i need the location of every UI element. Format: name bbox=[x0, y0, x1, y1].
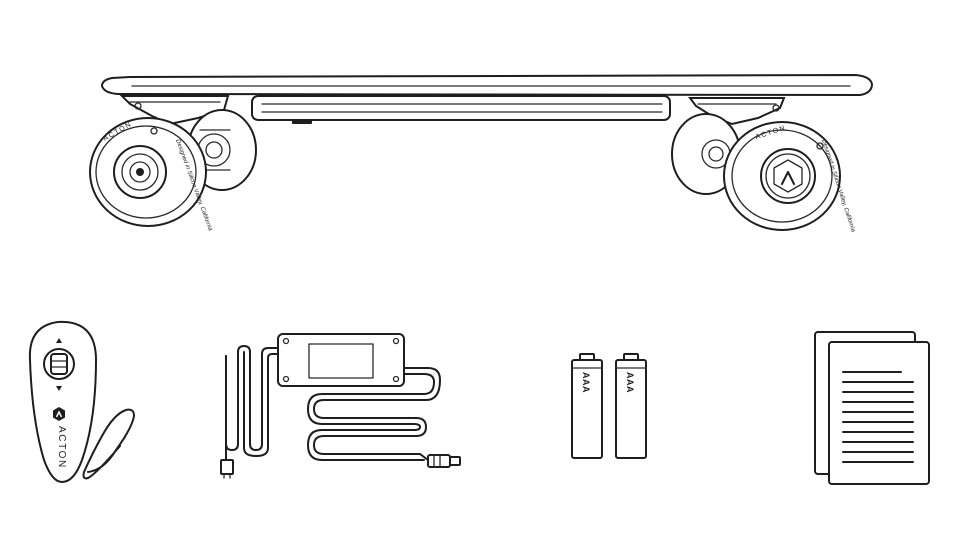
front-wheel: ACTON Designed in Silicon Valley, Califo… bbox=[723, 121, 856, 234]
battery-left: AAA bbox=[571, 353, 603, 459]
charger bbox=[220, 333, 461, 479]
acton-hex-logo-icon bbox=[773, 159, 803, 193]
user-manual-documents bbox=[814, 331, 930, 485]
arrow-down-icon bbox=[56, 386, 62, 391]
ac-cable bbox=[225, 345, 279, 451]
skateboard: ACTON Designed in Silicon Valley, Califo… bbox=[89, 73, 874, 234]
dc-connector bbox=[427, 454, 451, 468]
ac-plug bbox=[220, 459, 234, 475]
dc-cable bbox=[313, 367, 441, 461]
rear-truck bbox=[119, 95, 230, 126]
battery-right-label: AAA bbox=[625, 372, 635, 393]
battery-right: AAA bbox=[615, 353, 647, 459]
aaa-batteries: AAA AAA bbox=[571, 353, 647, 459]
skateboard-deck bbox=[100, 73, 874, 97]
document-text-lines bbox=[842, 371, 914, 463]
battery-enclosure bbox=[251, 95, 671, 121]
wrist-strap bbox=[82, 408, 135, 480]
arrow-up-icon bbox=[56, 338, 62, 343]
remote-brand: ACTON bbox=[56, 426, 67, 469]
front-back-wheel bbox=[671, 113, 741, 195]
remote-logo-icon bbox=[53, 407, 65, 421]
charger-label-area bbox=[308, 343, 374, 379]
remote-control: ACTON bbox=[28, 320, 135, 484]
battery-left-label: AAA bbox=[581, 372, 591, 393]
